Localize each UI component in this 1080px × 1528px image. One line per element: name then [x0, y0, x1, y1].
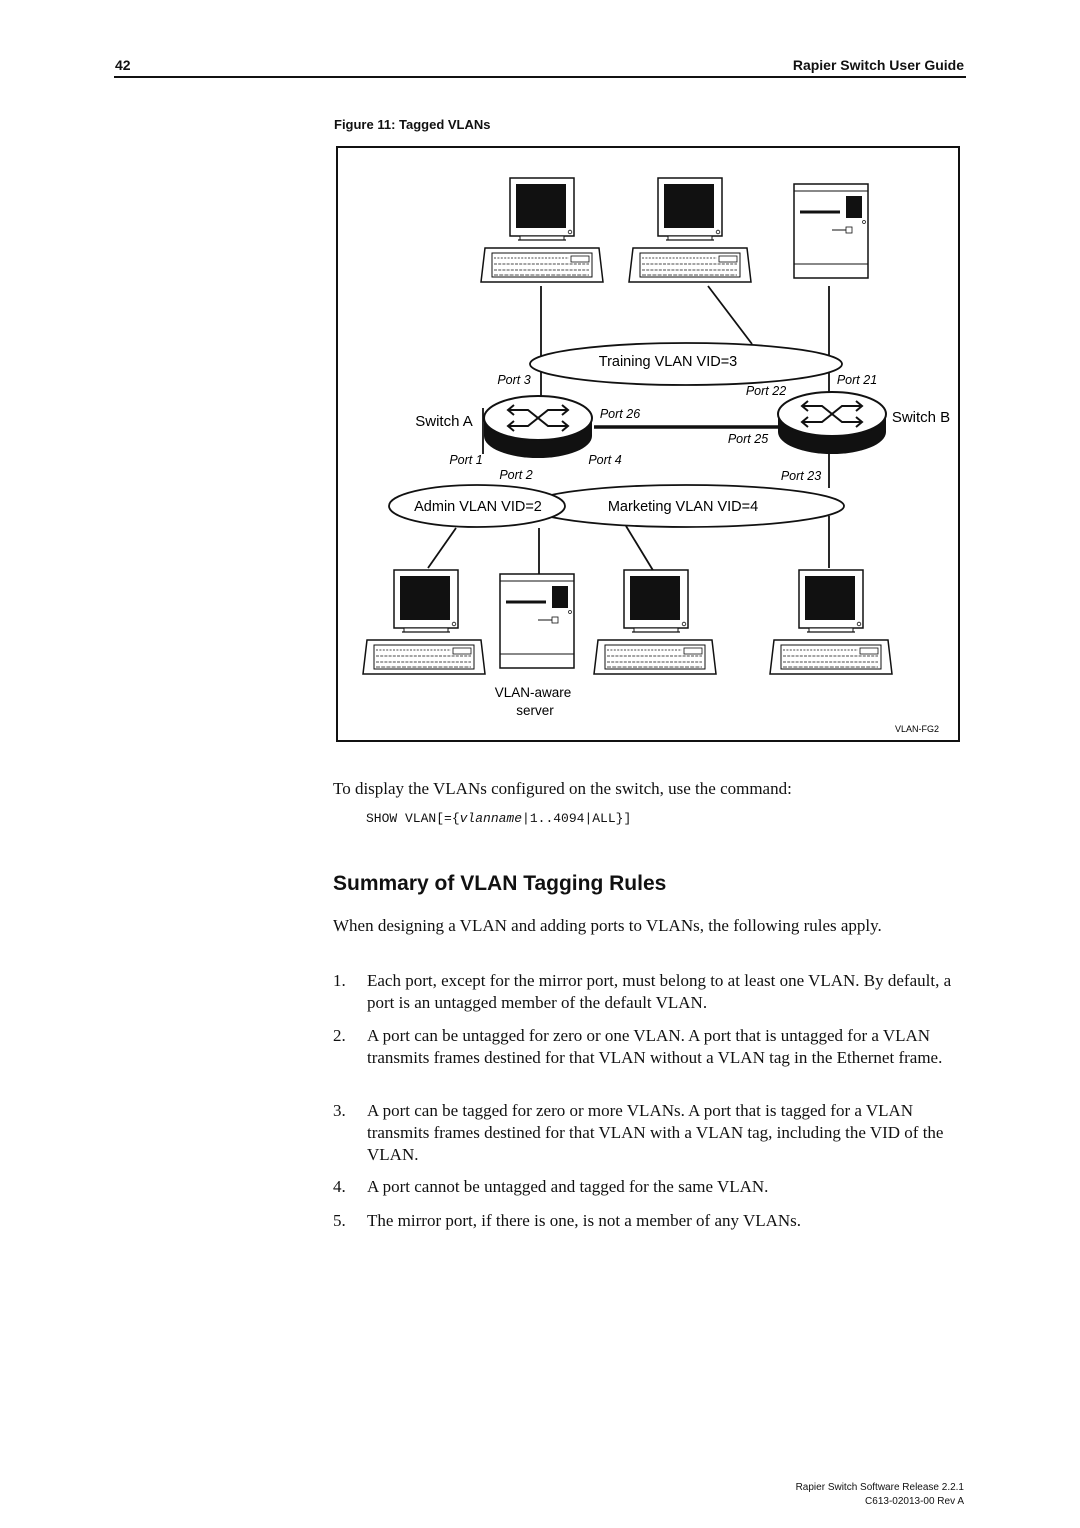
- list-item-number: 2.: [333, 1026, 346, 1045]
- training-vlan-label: Training VLAN VID=3: [599, 354, 738, 370]
- server-label-line2: server: [516, 703, 554, 718]
- tagged-vlans-diagram: Training VLAN VID=3 Switch A Switch B Po…: [362, 177, 950, 734]
- list-item: 3. A port can be tagged for zero or more…: [333, 1100, 965, 1166]
- training-vlan-ellipse: [529, 342, 843, 386]
- list-item-text: A port cannot be untagged and tagged for…: [367, 1177, 769, 1196]
- intro-paragraph: To display the VLANs configured on the s…: [333, 779, 792, 798]
- list-item: 2. A port can be untagged for zero or on…: [333, 1025, 965, 1069]
- section-heading: Summary of VLAN Tagging Rules: [333, 872, 667, 895]
- port1-label: Port 1: [449, 453, 482, 467]
- figure-frame: [336, 146, 960, 742]
- footer-doc-code: C613-02013-00 Rev A: [865, 1496, 964, 1507]
- marketing-vlan-label: Marketing VLAN VID=4: [608, 499, 758, 515]
- list-item-number: 1.: [333, 971, 346, 990]
- port21-label: Port 21: [837, 373, 877, 387]
- command-suffix: |1..4094|ALL}]: [522, 811, 632, 826]
- command-param: vlanname: [459, 811, 523, 826]
- header-rule: [114, 76, 966, 78]
- rules-intro-paragraph: When designing a VLAN and adding ports t…: [333, 916, 882, 935]
- switch-b-label: Switch B: [892, 409, 950, 426]
- figure-caption: Figure 11: Tagged VLANs: [334, 117, 491, 132]
- port2-label: Port 2: [499, 468, 532, 482]
- admin-vlan-ellipse: [388, 484, 566, 528]
- list-item: 5. The mirror port, if there is one, is …: [333, 1210, 965, 1232]
- running-title: Rapier Switch User Guide: [792, 57, 964, 73]
- port4-label: Port 4: [588, 453, 621, 467]
- list-item-number: 5.: [333, 1211, 346, 1230]
- port22-label: Port 22: [746, 384, 786, 398]
- switch-a-label: Switch A: [415, 413, 473, 430]
- list-item-number: 3.: [333, 1101, 346, 1120]
- port25-label: Port 25: [728, 432, 768, 446]
- list-item: 1. Each port, except for the mirror port…: [333, 970, 965, 1014]
- port3-label: Port 3: [497, 373, 530, 387]
- server-label-line1: VLAN-aware: [495, 685, 572, 700]
- command-prefix: SHOW VLAN[={: [366, 811, 460, 826]
- list-item-number: 4.: [333, 1177, 346, 1196]
- footer-release: Rapier Switch Software Release 2.2.1: [795, 1482, 964, 1493]
- list-item-text: Each port, except for the mirror port, m…: [367, 971, 952, 1012]
- list-item: 4. A port cannot be untagged and tagged …: [333, 1176, 965, 1198]
- list-item-text: A port can be tagged for zero or more VL…: [367, 1101, 944, 1164]
- page-number: 42: [115, 57, 131, 73]
- port23-label: Port 23: [781, 469, 821, 483]
- figure-id-label: VLAN-FG2: [895, 724, 939, 734]
- list-item-text: The mirror port, if there is one, is not…: [367, 1211, 802, 1230]
- admin-vlan-label: Admin VLAN VID=2: [414, 499, 542, 515]
- command-syntax: SHOW VLAN[={vlanname|1..4094|ALL}]: [366, 811, 631, 826]
- port26-label: Port 26: [600, 407, 640, 421]
- list-item-text: A port can be untagged for zero or one V…: [367, 1026, 943, 1067]
